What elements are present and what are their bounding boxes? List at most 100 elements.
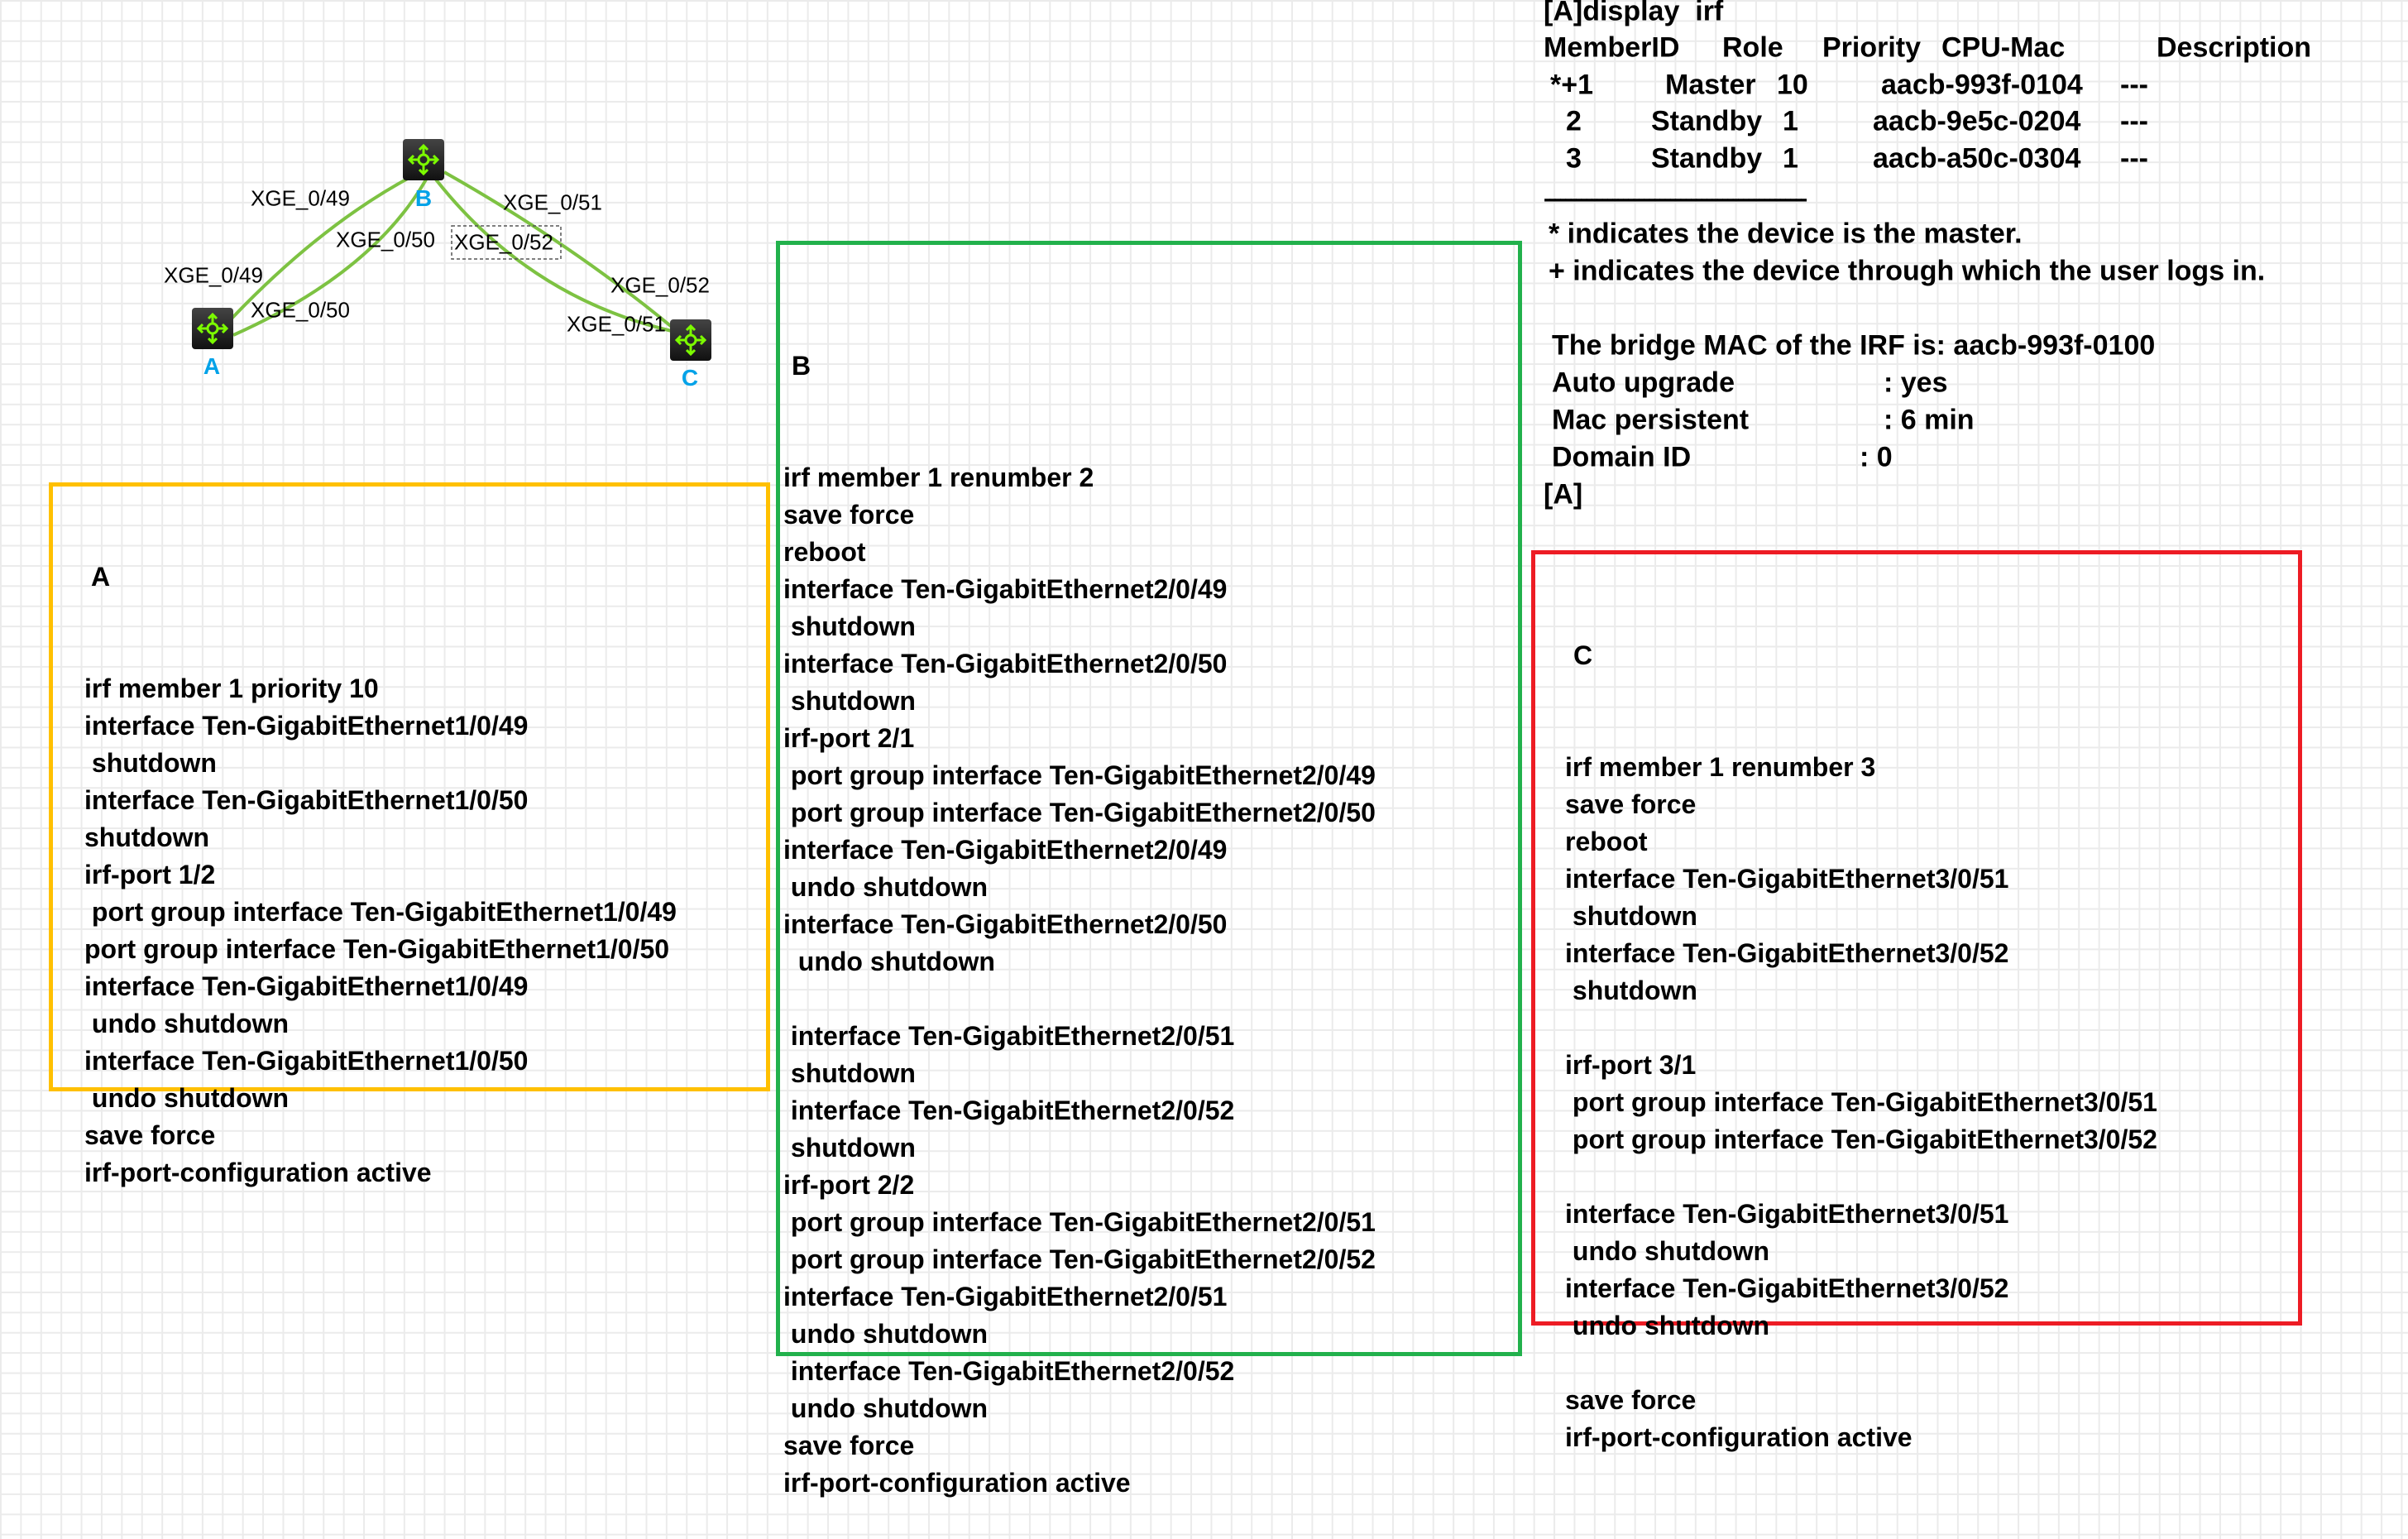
config-box-c bbox=[1531, 550, 2302, 1326]
cell: Standby bbox=[1651, 142, 1763, 175]
config-line: irf-port 3/1 bbox=[1565, 1050, 1697, 1080]
mac-persistent-value: : 6 min bbox=[1884, 404, 1975, 436]
config-lines-b: B irf member 1 renumber 2 save force reboo… bbox=[783, 273, 1376, 1539]
command-line: [A]display irf bbox=[1544, 0, 1724, 27]
topology-links bbox=[230, 170, 688, 341]
port-label: XGE_0/51 bbox=[503, 189, 602, 215]
config-line: reboot bbox=[783, 537, 866, 567]
link-a-b-49 bbox=[230, 174, 414, 320]
cell: aacb-a50c-0304 bbox=[1873, 142, 2081, 175]
config-line: shutdown bbox=[1565, 901, 1697, 931]
config-line: interface Ten-GigabitEthernet1/0/50 bbox=[84, 1046, 529, 1076]
cell: 3 bbox=[1566, 142, 1582, 175]
domain-id-value: : 0 bbox=[1860, 441, 1893, 473]
config-line: interface Ten-GigabitEthernet2/0/49 bbox=[783, 574, 1228, 604]
config-line: undo shutdown bbox=[1565, 1311, 1770, 1340]
cell: Standby bbox=[1651, 105, 1763, 137]
cell: --- bbox=[2120, 142, 2148, 175]
config-box-a bbox=[49, 482, 770, 1091]
config-line: irf member 1 priority 10 bbox=[84, 674, 379, 703]
cell: 2 bbox=[1566, 105, 1582, 137]
header-memberid: MemberID bbox=[1544, 31, 1680, 64]
prompt: [A] bbox=[1544, 478, 1583, 511]
node-label-c: C bbox=[681, 365, 699, 391]
cell: --- bbox=[2120, 105, 2148, 137]
cell: aacb-993f-0104 bbox=[1881, 69, 2083, 101]
port-label: XGE_0/51 bbox=[567, 311, 666, 337]
config-line: interface Ten-GigabitEthernet3/0/51 bbox=[1565, 864, 2009, 894]
auto-upgrade-value: : yes bbox=[1884, 367, 1948, 399]
config-line: irf-port 2/2 bbox=[783, 1170, 915, 1200]
config-line: shutdown bbox=[84, 748, 217, 778]
box-title-a: A bbox=[91, 562, 111, 592]
config-line: shutdown bbox=[1565, 976, 1697, 1005]
note-login: + indicates the device through which the… bbox=[1549, 255, 2266, 287]
config-line: interface Ten-GigabitEthernet2/0/50 bbox=[783, 909, 1228, 939]
config-line: port group interface Ten-GigabitEthernet… bbox=[783, 798, 1376, 827]
header-description: Description bbox=[2157, 31, 2312, 64]
config-line: undo shutdown bbox=[783, 872, 989, 902]
config-line: save force bbox=[84, 1120, 216, 1150]
port-label: XGE_0/49 bbox=[251, 185, 350, 211]
mac-persistent-label: Mac persistent bbox=[1552, 404, 1750, 436]
config-line: interface Ten-GigabitEthernet2/0/50 bbox=[783, 649, 1228, 678]
selection-box bbox=[451, 225, 562, 260]
config-line bbox=[783, 980, 1376, 1018]
port-label: XGE_0/52 bbox=[454, 229, 553, 255]
config-line: interface Ten-GigabitEthernet2/0/52 bbox=[783, 1356, 1235, 1386]
bridge-mac: The bridge MAC of the IRF is: aacb-993f-… bbox=[1552, 329, 2156, 362]
port-label: XGE_0/49 bbox=[164, 262, 263, 288]
config-line: undo shutdown bbox=[84, 1083, 290, 1113]
config-line: save force bbox=[783, 500, 915, 530]
header-cpu-mac: CPU-Mac bbox=[1941, 31, 2066, 64]
cell: 1 bbox=[1783, 142, 1798, 175]
node-label-b: B bbox=[414, 185, 433, 211]
box-title-c: C bbox=[1573, 640, 1593, 670]
cell: *+1 bbox=[1550, 69, 1593, 101]
header-role: Role bbox=[1722, 31, 1783, 64]
config-line: interface Ten-GigabitEthernet3/0/51 bbox=[1565, 1199, 2009, 1229]
box-title-b: B bbox=[792, 351, 811, 381]
link-b-c-51 bbox=[443, 170, 688, 341]
config-lines-a: A irf member 1 priority 10 interface Ten-… bbox=[84, 484, 677, 1229]
config-line bbox=[1565, 1158, 2157, 1196]
domain-id-label: Domain ID bbox=[1552, 441, 1692, 473]
config-line bbox=[1565, 1345, 2157, 1382]
config-line: undo shutdown bbox=[783, 1319, 989, 1349]
config-line: interface Ten-GigabitEthernet2/0/51 bbox=[783, 1282, 1228, 1311]
config-line: port group interface Ten-GigabitEthernet… bbox=[783, 760, 1376, 790]
cell: 1 bbox=[1783, 105, 1798, 137]
config-line: interface Ten-GigabitEthernet1/0/49 bbox=[84, 971, 529, 1001]
config-line: interface Ten-GigabitEthernet3/0/52 bbox=[1565, 1273, 2009, 1303]
config-line: port group interface Ten-GigabitEthernet… bbox=[783, 1244, 1376, 1274]
config-line: shutdown bbox=[783, 1058, 916, 1088]
switch-b-icon[interactable] bbox=[403, 139, 444, 180]
config-line: irf member 1 renumber 3 bbox=[1565, 752, 1876, 782]
config-line: shutdown bbox=[783, 611, 916, 641]
note-master: * indicates the device is the master. bbox=[1549, 218, 2023, 250]
link-b-c-52 bbox=[434, 178, 673, 333]
cell: aacb-9e5c-0204 bbox=[1873, 105, 2081, 137]
cell: Master bbox=[1665, 69, 1756, 101]
config-line: shutdown bbox=[84, 822, 210, 852]
config-line: save force bbox=[1565, 789, 1697, 819]
header-priority: Priority bbox=[1822, 31, 1922, 64]
config-line: irf-port-configuration active bbox=[1565, 1422, 1913, 1452]
auto-upgrade-label: Auto upgrade bbox=[1552, 367, 1735, 399]
config-line: interface Ten-GigabitEthernet2/0/49 bbox=[783, 835, 1228, 865]
config-line: irf-port 1/2 bbox=[84, 860, 216, 889]
config-line: undo shutdown bbox=[783, 1393, 989, 1423]
cell: --- bbox=[2120, 69, 2148, 101]
config-line bbox=[1565, 1009, 2157, 1047]
config-box-b bbox=[776, 241, 1522, 1356]
config-line: interface Ten-GigabitEthernet3/0/52 bbox=[1565, 938, 2009, 968]
config-line: port group interface Ten-GigabitEthernet… bbox=[84, 897, 677, 927]
config-line: reboot bbox=[1565, 827, 1648, 856]
config-line: interface Ten-GigabitEthernet1/0/49 bbox=[84, 711, 529, 741]
switch-c-icon[interactable] bbox=[670, 319, 711, 361]
switch-a-icon[interactable] bbox=[192, 308, 233, 349]
config-line: undo shutdown bbox=[84, 1009, 290, 1038]
config-line: irf member 1 renumber 2 bbox=[783, 463, 1094, 492]
config-line: port group interface Ten-GigabitEthernet… bbox=[783, 1207, 1376, 1237]
config-line: irf-port-configuration active bbox=[783, 1468, 1131, 1498]
